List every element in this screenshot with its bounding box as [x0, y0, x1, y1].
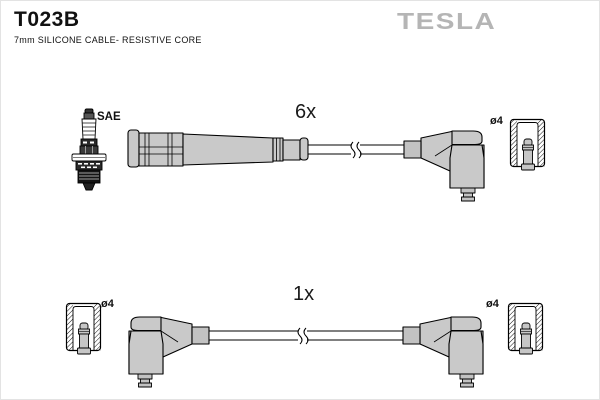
elbow-connector-bottom-right: [402, 316, 484, 388]
cable-bottom: [208, 327, 404, 345]
terminal-cross-section-top-right: [509, 118, 546, 171]
part-number: T023B: [14, 8, 80, 31]
diameter-label-bottom-right: ø4: [486, 298, 499, 310]
terminal-cross-section-bottom-right: [507, 302, 544, 355]
elbow-connector-top-right: [403, 130, 485, 202]
elbow-connector-bottom-left: [128, 316, 210, 388]
spark-plug-illustration: [71, 108, 107, 191]
cable-top: [307, 141, 405, 159]
diameter-label-top-right: ø4: [490, 115, 503, 127]
brand-logo: TESLA: [397, 8, 497, 34]
part-description: 7mm SILICONE CABLE- RESISTIVE CORE: [14, 35, 202, 45]
straight-connector-top: [127, 129, 309, 168]
spark-plug-standard-label: SAE: [97, 111, 121, 123]
quantity-label-bottom: 1x: [293, 283, 315, 305]
quantity-label-top: 6x: [295, 101, 317, 123]
diameter-label-bottom-left: ø4: [101, 298, 114, 310]
terminal-cross-section-bottom-left: [65, 302, 102, 355]
